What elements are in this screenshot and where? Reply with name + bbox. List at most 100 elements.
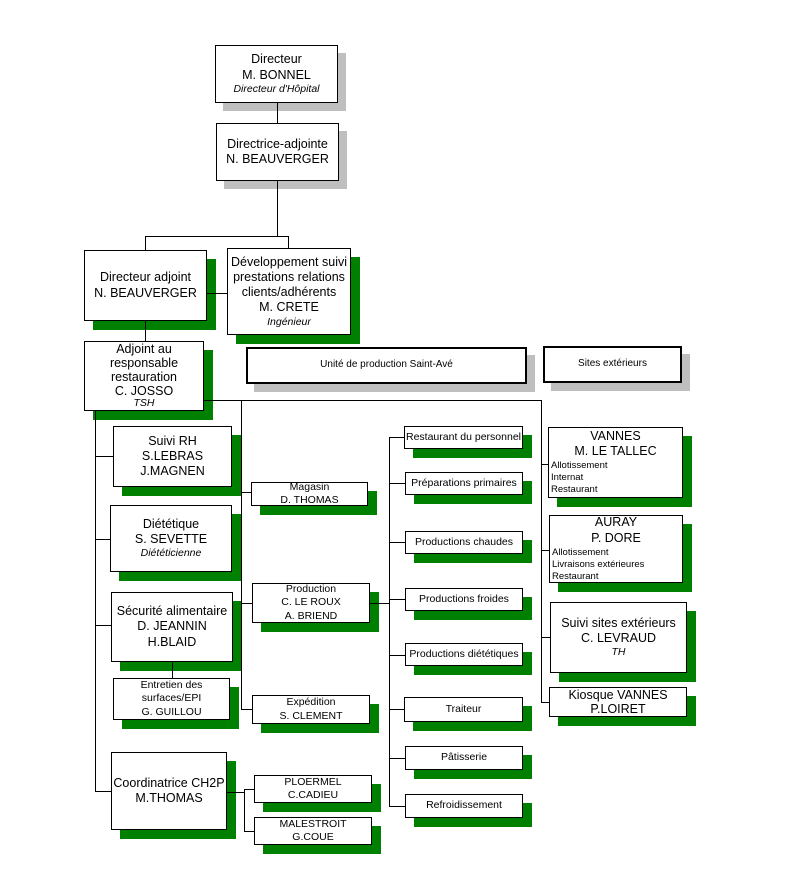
connector-line — [541, 550, 549, 551]
node-person: A. BRIEND — [284, 609, 338, 622]
node-directeur-adjoint: Directeur adjoint N. BEAUVERGER — [84, 250, 207, 321]
node-title: surfaces/EPI — [141, 692, 202, 705]
node-person: G. GUILLOU — [141, 705, 202, 718]
node-title: Diététique — [142, 516, 200, 531]
node-person: C. LEVRAUD — [580, 631, 657, 646]
node-person: S. CLEMENT — [279, 709, 343, 722]
connector-line — [145, 236, 289, 237]
node-developpement: Développement suivi prestations relation… — [227, 248, 351, 335]
node-dietetique: Diététique S. SEVETTE Diététicienne — [110, 505, 232, 572]
connector-line — [244, 789, 254, 790]
node-person: J.MAGNEN — [140, 464, 205, 479]
node-title: Traiteur — [445, 702, 482, 715]
node-person: D. THOMAS — [280, 494, 339, 506]
node-traiteur: Traiteur — [404, 697, 523, 722]
node-person: M.THOMAS — [135, 791, 203, 805]
connector-line — [389, 758, 405, 759]
node-directeur: Directeur M. BONNEL Directeur d'Hôpital — [215, 45, 338, 103]
node-person: S.LEBRAS — [141, 448, 204, 463]
connector-line — [145, 321, 146, 341]
node-ploermel: PLOERMEL C.CADIEU — [254, 775, 372, 803]
connector-line — [389, 806, 405, 807]
node-title: Sites extérieurs — [578, 358, 647, 370]
connector-line — [145, 236, 146, 250]
node-productions-chaudes: Productions chaudes — [405, 531, 523, 554]
node-unite-production-saint-ave: Unité de production Saint-Avé — [246, 347, 527, 384]
node-directrice-adjointe: Directrice-adjointe N. BEAUVERGER — [216, 123, 339, 181]
node-person: C. JOSSO — [114, 384, 174, 399]
node-title: Magasin — [289, 480, 330, 493]
node-title: Production — [285, 583, 337, 596]
node-title: Sécurité alimentaire — [116, 604, 228, 619]
node-role: TSH — [133, 397, 155, 410]
connector-line — [241, 492, 251, 493]
node-title: Préparations primaires — [411, 476, 517, 489]
connector-line — [244, 789, 245, 832]
connector-line — [389, 437, 404, 438]
connector-line — [277, 103, 278, 123]
node-malestroit: MALESTROIT G.COUE — [254, 817, 372, 845]
node-person: H.BLAID — [147, 634, 197, 649]
node-person: P. DORE — [591, 530, 641, 545]
node-title: responsable — [109, 356, 179, 371]
node-title: Suivi sites extérieurs — [561, 615, 676, 630]
node-person: M. BONNEL — [242, 67, 311, 82]
node-sublist-item: Internat — [551, 472, 584, 484]
node-sublist-item: Allotissement — [552, 546, 609, 558]
node-title: Productions froides — [419, 592, 509, 605]
node-person: N. BEAUVERGER — [94, 285, 197, 300]
connector-line — [370, 603, 389, 604]
connector-line — [389, 483, 405, 484]
node-securite-alimentaire: Sécurité alimentaire D. JEANNIN H.BLAID — [111, 592, 233, 662]
node-kiosque-vannes: Kiosque VANNES P.LOIRET — [549, 687, 687, 717]
node-preparations-primaires: Préparations primaires — [405, 472, 523, 495]
connector-line — [244, 831, 254, 832]
node-sublist-item: Restaurant — [552, 570, 599, 582]
node-title: Kiosque VANNES — [568, 688, 668, 702]
node-title: MALESTROIT — [279, 817, 347, 830]
node-title: Productions chaudes — [414, 535, 514, 548]
node-suivi-sites-exterieurs: Suivi sites extérieurs C. LEVRAUD TH — [550, 602, 687, 673]
node-title: Restaurant du personnel — [406, 430, 521, 443]
connector-line — [95, 456, 113, 457]
connector-line — [95, 411, 96, 791]
node-person: C. LE ROUX — [281, 596, 341, 609]
node-coordinatrice-ch2p: Coordinatrice CH2P M.THOMAS — [111, 752, 227, 830]
node-role: Directeur d'Hôpital — [233, 82, 320, 95]
node-refroidissement: Refroidissement — [405, 794, 523, 818]
node-title: AURAY — [594, 515, 638, 530]
node-person: C.CADIEU — [287, 789, 339, 801]
node-productions-dietetiques: Productions diététiques — [405, 643, 523, 666]
connector-line — [541, 464, 548, 465]
node-patisserie: Pâtisserie — [405, 746, 523, 770]
node-title: Entretien des — [140, 679, 203, 692]
node-auray: AURAY P. DORE Allotissement Livraisons e… — [549, 515, 683, 583]
node-role: TH — [611, 646, 626, 659]
connector-line — [389, 655, 405, 656]
node-person: N. BEAUVERGER — [226, 152, 329, 166]
node-role: Ingénieur — [267, 315, 311, 328]
node-title: VANNES — [590, 428, 641, 443]
connector-line — [389, 709, 404, 710]
node-person: M. CRETE — [259, 300, 319, 315]
connector-line — [541, 637, 550, 638]
node-sublist-item: Livraisons extérieures — [552, 558, 645, 570]
node-title: Adjoint au — [116, 342, 172, 357]
node-sublist: Allotissement Livraisons extérieures Res… — [550, 547, 682, 583]
connector-line — [95, 791, 111, 792]
node-production: Production C. LE ROUX A. BRIEND — [252, 583, 370, 623]
node-title: Développement suivi — [230, 254, 348, 269]
node-sublist-item: Restaurant — [551, 484, 598, 496]
node-person: M. LE TALLEC — [574, 444, 657, 459]
node-title: Directrice-adjointe — [227, 136, 328, 151]
node-title: Coordinatrice CH2P — [113, 775, 225, 790]
node-title: Directeur adjoint — [99, 270, 191, 285]
connector-line — [389, 437, 390, 806]
connector-line — [95, 539, 110, 540]
connector-line — [389, 599, 405, 600]
connector-line — [241, 709, 252, 710]
connector-line — [241, 603, 252, 604]
connector-line — [172, 662, 173, 678]
node-restaurant-du-personnel: Restaurant du personnel — [404, 426, 523, 449]
